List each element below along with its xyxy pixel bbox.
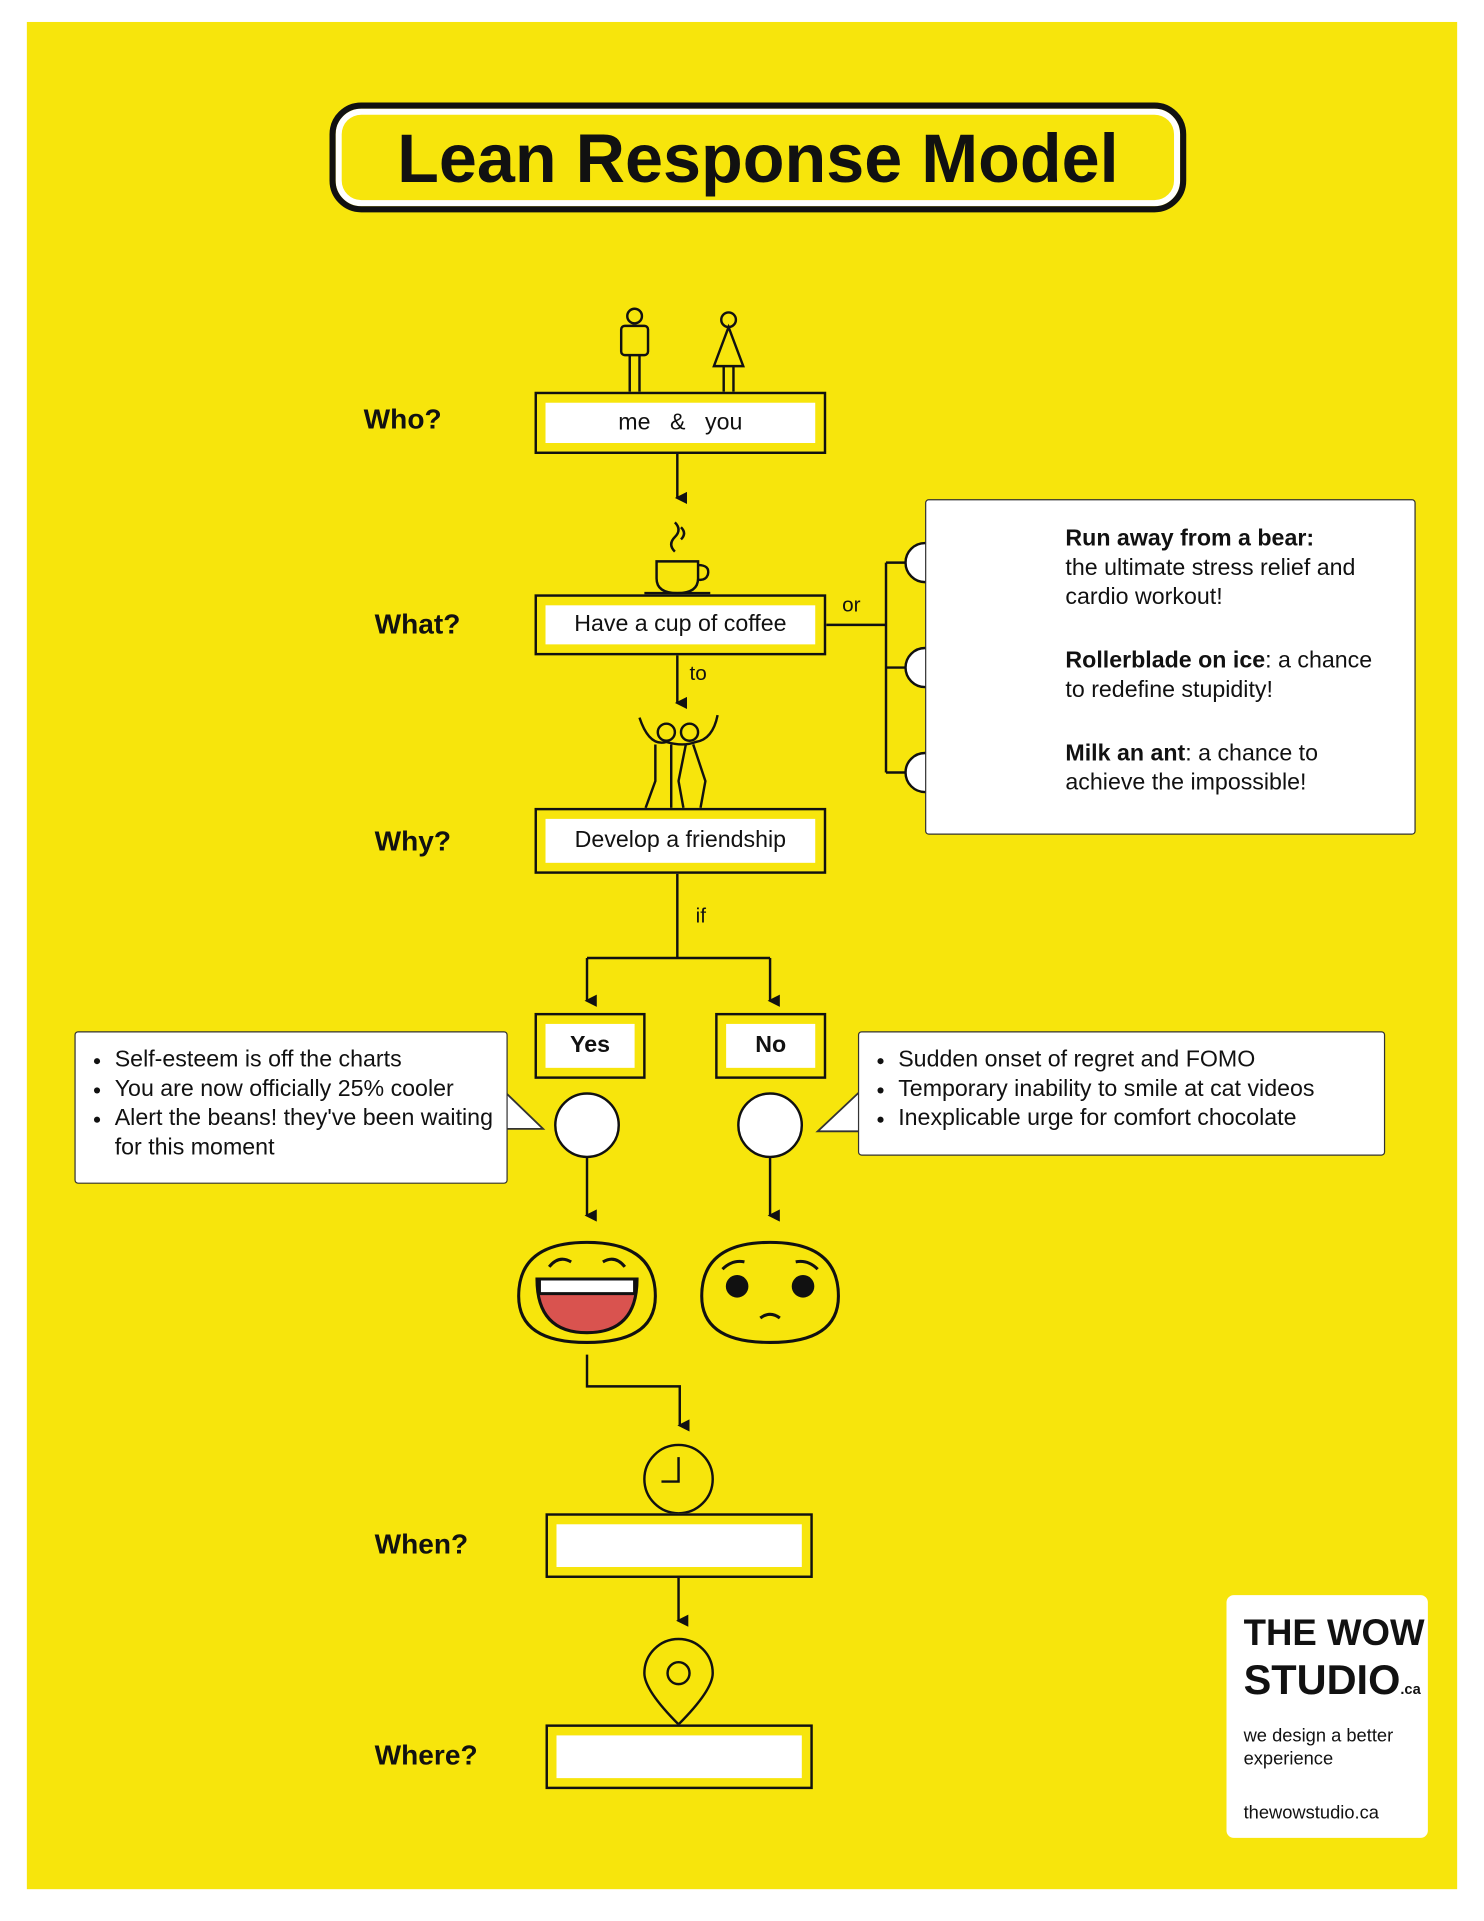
label-why: Why? (374, 824, 452, 857)
no-node (737, 1092, 804, 1159)
where-box (545, 1724, 813, 1790)
no-callout-pointer (815, 1091, 860, 1133)
happy-face-icon (517, 1240, 657, 1344)
when-text (556, 1524, 802, 1567)
connector-to: to (689, 661, 707, 685)
page-title: Lean Response Model (329, 102, 1187, 213)
when-box (545, 1513, 813, 1578)
who-box: me&you (534, 391, 827, 454)
why-text: Develop a friendship (545, 818, 816, 863)
alternatives-panel: Run away from a bear:the ultimate stress… (925, 499, 1416, 835)
wow-studio-logo: THE WOW STUDIO.ca we design a better exp… (1226, 1595, 1428, 1838)
poster-background (26, 21, 1458, 1890)
clock-icon (643, 1443, 714, 1515)
location-pin-icon (643, 1637, 714, 1727)
who-amp: & (670, 409, 686, 436)
people-icon (619, 307, 745, 392)
logo-url[interactable]: thewowstudio.ca (1243, 1802, 1379, 1824)
label-who: Who? (363, 402, 442, 435)
friends-icon (638, 714, 719, 809)
no-box: No (715, 1012, 827, 1079)
sad-face-icon (700, 1240, 840, 1344)
logo-wordmark: THE WOW STUDIO.ca (1243, 1613, 1425, 1704)
no-outcome: Inexplicable urge for comfort chocolate (898, 1104, 1384, 1133)
yes-outcome: Self-esteem is off the charts (115, 1046, 507, 1075)
where-text (556, 1735, 802, 1779)
yes-outcome: You are now officially 25% cooler (115, 1075, 507, 1104)
coffee-icon (644, 521, 711, 595)
who-you: you (705, 409, 743, 436)
label-where: Where? (374, 1739, 478, 1771)
alternative-bear: Run away from a bear:the ultimate stress… (1065, 525, 1356, 611)
no-outcome: Sudden onset of regret and FOMO (898, 1046, 1384, 1075)
label-what: What? (374, 607, 461, 640)
no-outcomes-callout: Sudden onset of regret and FOMO Temporar… (857, 1031, 1386, 1156)
logo-tagline: we design a better experience (1243, 1725, 1394, 1770)
no-label: No (726, 1023, 816, 1068)
yes-label: Yes (545, 1023, 635, 1068)
yes-outcomes-callout: Self-esteem is off the charts You are no… (74, 1031, 508, 1184)
what-box: Have a cup of coffee (534, 594, 827, 656)
connector-if: if (695, 904, 707, 928)
what-text: Have a cup of coffee (545, 605, 816, 645)
who-me: me (618, 409, 651, 436)
yes-callout-pointer (504, 1091, 546, 1130)
why-box: Develop a friendship (534, 807, 827, 874)
alternative-ant: Milk an ant: a chance to achieve the imp… (1065, 740, 1319, 796)
connector-or: or (842, 593, 861, 617)
alternative-rollerblade: Rollerblade on ice: a chance to redefine… (1065, 648, 1373, 703)
yes-node (554, 1092, 620, 1159)
yes-outcome: Alert the beans! they've been waiting fo… (115, 1104, 507, 1163)
label-when: When? (374, 1527, 469, 1560)
yes-box: Yes (534, 1012, 646, 1079)
no-outcome: Temporary inability to smile at cat vide… (898, 1075, 1384, 1104)
